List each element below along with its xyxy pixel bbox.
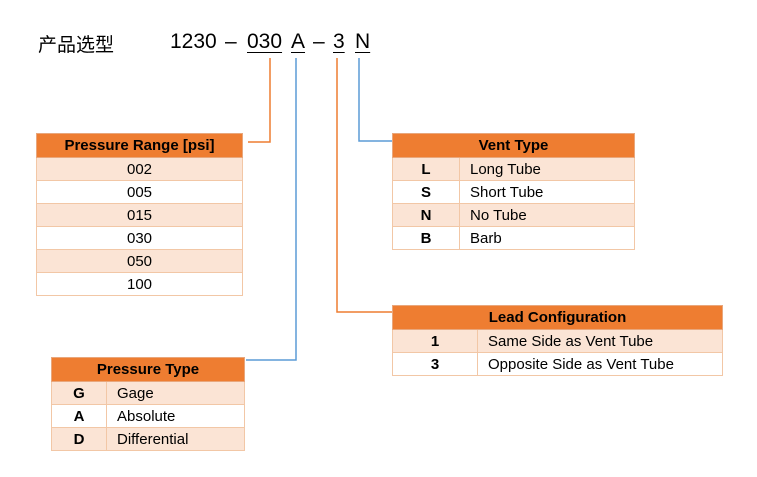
pressure-range-table: Pressure Range [psi] 002 005 015 030 050… (36, 133, 243, 296)
vent-type-desc: Short Tube (459, 180, 635, 204)
part-number-pressure-range-code: 030 (247, 30, 283, 53)
pressure-range-value: 005 (36, 180, 243, 204)
lead-configuration-code: 1 (392, 329, 478, 353)
vent-type-desc: Barb (459, 226, 635, 250)
lead-configuration-desc: Same Side as Vent Tube (477, 329, 723, 353)
lead-configuration-code: 3 (392, 352, 478, 376)
part-number-base: 1230 (170, 30, 217, 53)
pressure-range-value: 015 (36, 203, 243, 227)
pressure-type-code: D (51, 427, 107, 451)
vent-type-code: S (392, 180, 460, 204)
pressure-type-desc: Gage (106, 381, 245, 405)
vent-type-code: L (392, 157, 460, 181)
part-number-dash-2: – (313, 30, 325, 53)
pressure-range-value: 100 (36, 272, 243, 296)
pressure-type-code: G (51, 381, 107, 405)
connector-pressure-range (248, 58, 271, 143)
pressure-range-header: Pressure Range [psi] (36, 133, 243, 158)
pressure-type-code: A (51, 404, 107, 428)
pressure-range-value: 030 (36, 226, 243, 250)
pressure-range-value: 050 (36, 249, 243, 273)
pressure-range-value: 002 (36, 157, 243, 181)
vent-type-header: Vent Type (392, 133, 635, 158)
part-number-vent-type-code: N (355, 30, 371, 53)
lead-configuration-table: Lead Configuration 1 Same Side as Vent T… (392, 305, 723, 376)
part-number-pressure-type-code: A (291, 30, 306, 53)
part-number-lead-config-code: 3 (333, 30, 345, 53)
connector-vent-type (358, 58, 392, 142)
lead-configuration-header: Lead Configuration (392, 305, 723, 330)
pressure-type-desc: Absolute (106, 404, 245, 428)
vent-type-code: N (392, 203, 460, 227)
vent-type-desc: No Tube (459, 203, 635, 227)
pressure-type-table: Pressure Type G Gage A Absolute D Differ… (51, 357, 245, 451)
vent-type-desc: Long Tube (459, 157, 635, 181)
connector-pressure-type (246, 58, 297, 361)
lead-configuration-desc: Opposite Side as Vent Tube (477, 352, 723, 376)
selection-title: 产品选型 (38, 34, 115, 56)
vent-type-table: Vent Type L Long Tube S Short Tube N No … (392, 133, 635, 250)
pressure-type-desc: Differential (106, 427, 245, 451)
vent-type-code: B (392, 226, 460, 250)
part-number-dash-1: – (225, 30, 237, 53)
connector-lead-config (336, 58, 392, 313)
pressure-type-header: Pressure Type (51, 357, 245, 382)
